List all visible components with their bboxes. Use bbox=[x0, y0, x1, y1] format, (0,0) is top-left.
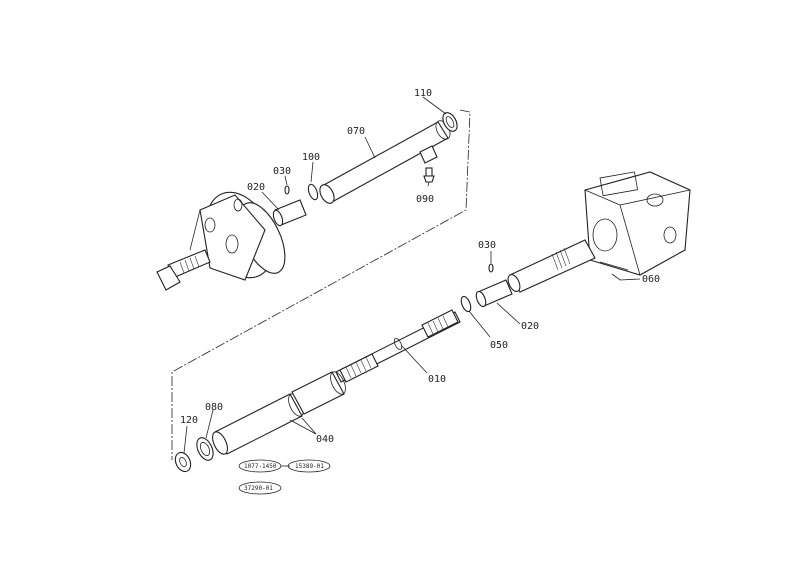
part-number-tags: 1077-1450 15389-01 37290-01 bbox=[238, 459, 331, 495]
part-050-ring bbox=[460, 295, 472, 313]
callout-070: 070 bbox=[347, 126, 365, 137]
callout-080: 080 bbox=[205, 402, 223, 413]
callout-050: 050 bbox=[490, 340, 508, 351]
input-shaft-stub bbox=[156, 249, 211, 291]
assembly-guide-lines bbox=[171, 109, 471, 460]
part-tag-1: 1077-1450 bbox=[244, 463, 277, 470]
part-090-bolt bbox=[423, 167, 435, 183]
callout-030-top: 030 bbox=[273, 166, 291, 177]
part-100-o-ring bbox=[307, 183, 319, 201]
callout-010: 010 bbox=[428, 374, 446, 385]
callout-labels: 110 070 100 030 020 090 030 060 020 050 … bbox=[180, 88, 660, 445]
part-080-bearing bbox=[196, 437, 214, 461]
callout-120: 120 bbox=[180, 415, 198, 426]
part-tag-3: 37290-01 bbox=[244, 485, 273, 492]
transmission-case bbox=[584, 171, 691, 276]
callout-110: 110 bbox=[414, 88, 432, 99]
part-120-seal bbox=[174, 451, 192, 473]
case-output-shaft bbox=[507, 239, 596, 293]
part-020-sleeve-top bbox=[272, 199, 307, 227]
part-030-pin-top bbox=[284, 185, 290, 195]
part-tag-2: 15389-01 bbox=[295, 463, 324, 470]
callout-030-right: 030 bbox=[478, 240, 496, 251]
callout-060-right: 060 bbox=[642, 274, 660, 285]
callout-090: 090 bbox=[416, 194, 434, 205]
callout-020-top: 020 bbox=[247, 182, 265, 193]
part-010-drive-shaft bbox=[335, 309, 461, 383]
part-070-tube bbox=[319, 120, 451, 204]
callout-040: 040 bbox=[316, 434, 334, 445]
part-110-seal bbox=[442, 112, 458, 132]
flywheel-housing bbox=[189, 191, 286, 281]
leader-lines bbox=[183, 96, 641, 454]
part-020-coupler-right bbox=[475, 279, 513, 308]
part-030-pin-right bbox=[488, 263, 494, 273]
part-040-outer-tube bbox=[212, 371, 346, 455]
callout-100: 100 bbox=[302, 152, 320, 163]
callout-020-right: 020 bbox=[521, 321, 539, 332]
